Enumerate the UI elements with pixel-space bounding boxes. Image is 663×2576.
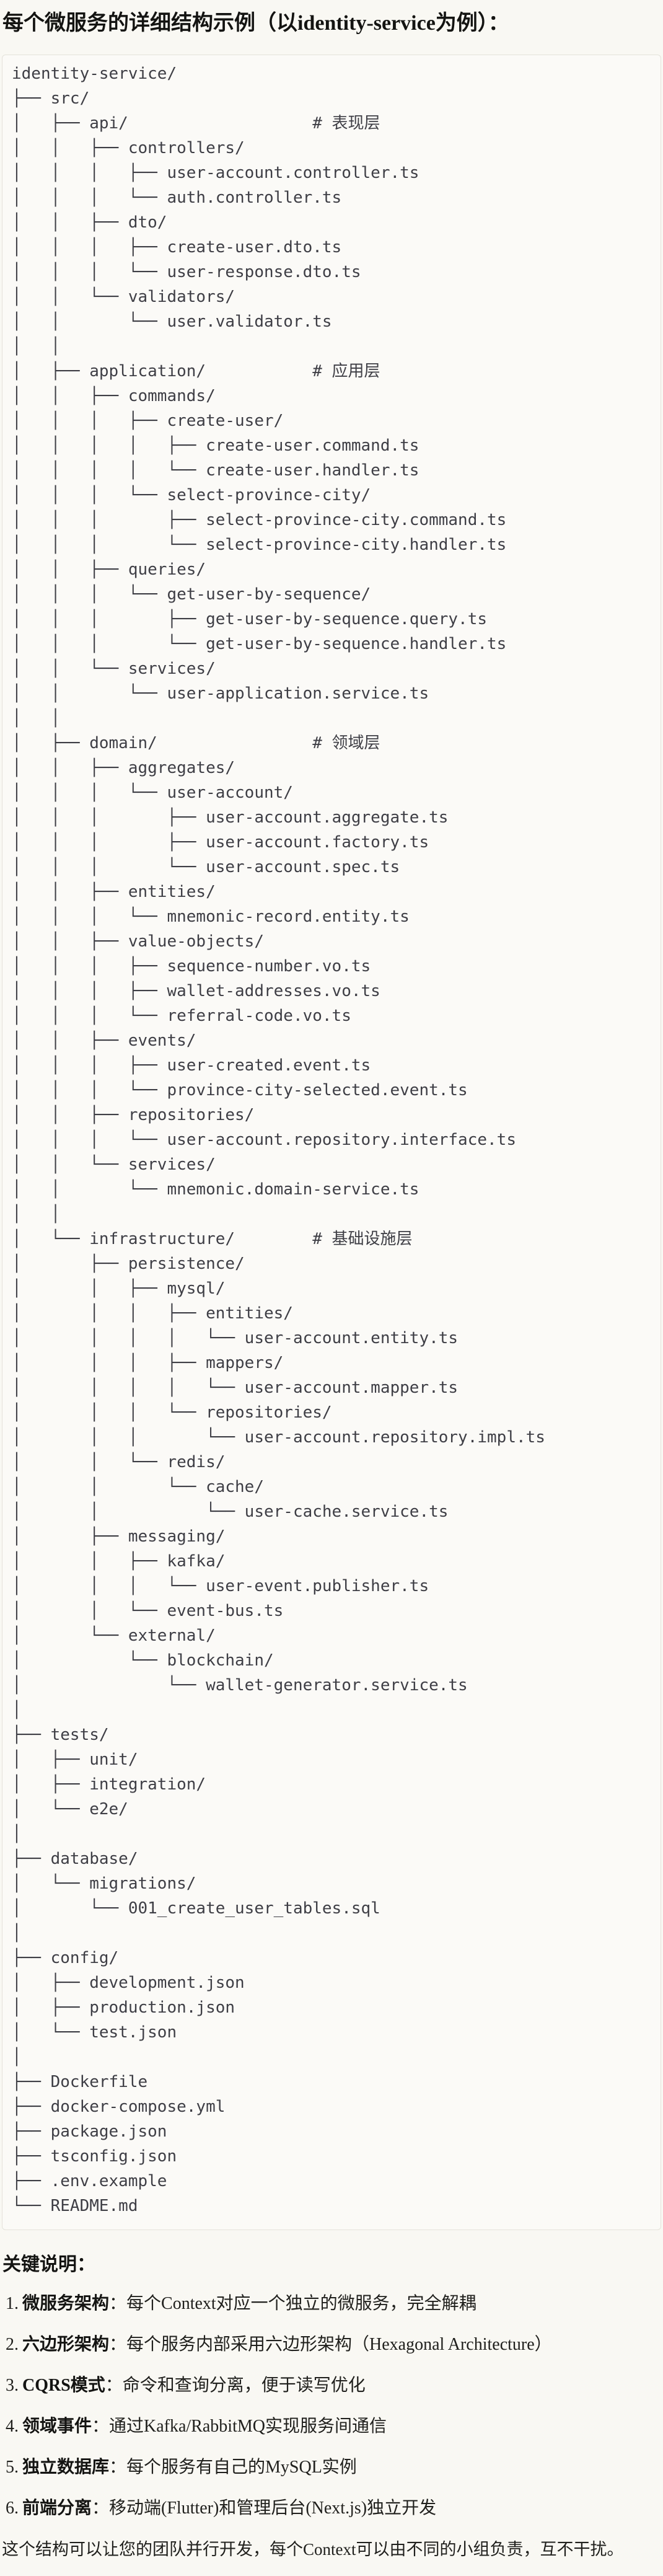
item-label: 独立数据库 [22,2458,110,2477]
item-text: ：每个Context对应一个独立的微服务，完全解耦 [109,2294,476,2313]
item-number: 4. [6,2417,19,2436]
document-page: 每个微服务的详细结构示例（以identity-service为例）： ident… [0,10,663,2561]
item-label: 前端分离 [22,2499,92,2518]
list-item: 4.领域事件：通过Kafka/RabbitMQ实现服务间通信 [6,2415,661,2438]
key-notes-heading: 关键说明： [2,2254,95,2275]
directory-tree-block: identity-service/ ├── src/ │ ├── api/ # … [2,55,661,2230]
item-number: 5. [6,2458,19,2477]
item-number: 1. [6,2294,19,2313]
directory-tree-text: identity-service/ ├── src/ │ ├── api/ # … [12,64,545,2215]
item-text: ：通过Kafka/RabbitMQ实现服务间通信 [92,2417,387,2436]
item-label: 微服务架构 [22,2294,110,2313]
item-text: ：移动端(Flutter)和管理后台(Next.js)独立开发 [92,2499,437,2518]
list-item: 1.微服务架构：每个Context对应一个独立的微服务，完全解耦 [6,2292,661,2316]
item-number: 6. [6,2499,19,2518]
list-item: 2.六边形架构：每个服务内部采用六边形架构（Hexagonal Architec… [6,2333,661,2357]
list-item: 3.CQRS模式：命令和查询分离，便于读写优化 [6,2374,661,2397]
item-label: CQRS模式 [22,2376,105,2395]
item-label: 六边形架构 [22,2335,110,2354]
key-notes-list: 1.微服务架构：每个Context对应一个独立的微服务，完全解耦 2.六边形架构… [2,2292,661,2520]
item-number: 2. [6,2335,19,2354]
item-text: ：每个服务有自己的MySQL实例 [109,2458,357,2477]
item-label: 领域事件 [22,2417,92,2436]
list-item: 6.前端分离：移动端(Flutter)和管理后台(Next.js)独立开发 [6,2497,661,2520]
item-text: ：每个服务内部采用六边形架构（Hexagonal Architecture） [109,2335,552,2354]
page-title: 每个微服务的详细结构示例（以identity-service为例）： [2,12,509,35]
closing-paragraph: 这个结构可以让您的团队并行开发，每个Context可以由不同的小组负责，互不干扰… [2,2540,624,2559]
item-text: ：命令和查询分离，便于读写优化 [105,2376,366,2395]
item-number: 3. [6,2376,19,2395]
list-item: 5.独立数据库：每个服务有自己的MySQL实例 [6,2456,661,2479]
